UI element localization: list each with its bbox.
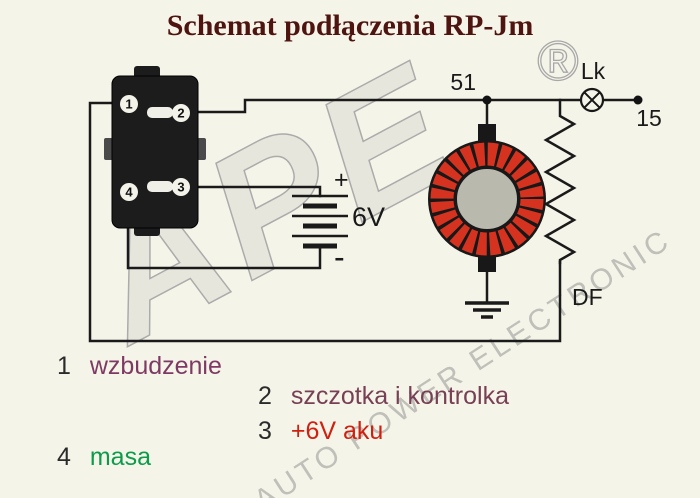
legend-label-3: +6V aku — [291, 417, 383, 445]
legend-item-2: 2 szczotka i kontrolka — [258, 382, 509, 410]
label-51: 51 — [450, 69, 476, 95]
battery-minus-label: - — [334, 239, 345, 275]
wire-terminal2-to-15 — [179, 98, 640, 114]
battery-plus-label: + — [334, 166, 349, 194]
relay-slot-3 — [147, 181, 173, 192]
label-15: 15 — [636, 105, 662, 131]
ground-icon — [465, 301, 509, 319]
lamp-cross — [583, 91, 601, 109]
terminal-3-number: 3 — [177, 180, 184, 195]
legend-label-2: szczotka i kontrolka — [291, 382, 509, 410]
legend: 1 wzbudzenie 2 szczotka i kontrolka 3 +6… — [57, 352, 509, 471]
relay-slot-2 — [147, 107, 173, 118]
registered-mark-icon: ® — [537, 29, 578, 92]
resistor-zigzag — [543, 98, 577, 265]
terminal-4-number: 4 — [125, 185, 133, 200]
legend-item-1: 1 wzbudzenie — [57, 352, 222, 380]
junction-dot-51 — [482, 95, 492, 105]
coil-pad-top — [478, 124, 496, 144]
legend-label-1: wzbudzenie — [89, 352, 222, 380]
coil-winding — [430, 142, 544, 256]
relay-side-tab-right — [197, 138, 206, 160]
legend-num-2: 2 — [258, 382, 272, 410]
terminal-2-circle — [172, 104, 190, 122]
terminal-2-number: 2 — [177, 106, 184, 121]
terminal-1: 1 — [120, 95, 138, 113]
generator-coil — [428, 124, 546, 272]
relay-side-tab-left — [104, 138, 113, 160]
legend-item-3: 3 +6V aku — [258, 417, 383, 445]
lamp-icon — [579, 87, 605, 113]
legend-num-3: 3 — [258, 417, 272, 445]
wire-terminal3-to-battery-plus — [179, 185, 322, 198]
label-lk: Lk — [581, 58, 606, 84]
terminal-3-circle — [172, 178, 190, 196]
terminal-2: 2 — [172, 104, 190, 122]
battery-voltage-label: 6V — [352, 202, 385, 232]
relay-box: 1 2 3 4 — [104, 66, 206, 236]
wire-battery-minus-to-terminal4 — [126, 190, 322, 270]
diagram-title: Schemat podłączenia RP-Jm — [167, 9, 534, 42]
wire-terminal1-to-df — [88, 101, 562, 343]
legend-num-4: 4 — [57, 443, 71, 471]
legend-label-4: masa — [90, 443, 151, 471]
terminal-1-circle — [120, 95, 138, 113]
terminal-3: 3 — [172, 178, 190, 196]
battery-plates — [292, 194, 348, 249]
legend-item-4: 4 masa — [57, 443, 151, 471]
legend-num-1: 1 — [57, 352, 71, 380]
label-df: DF — [572, 284, 603, 310]
terminal-4: 4 — [120, 183, 138, 201]
terminal-4-circle — [120, 183, 138, 201]
battery: + - 6V — [292, 166, 385, 275]
terminal-1-number: 1 — [125, 97, 132, 112]
wire-end-dot-15 — [633, 95, 643, 105]
coil-core — [455, 167, 519, 231]
wiring — [88, 98, 640, 343]
